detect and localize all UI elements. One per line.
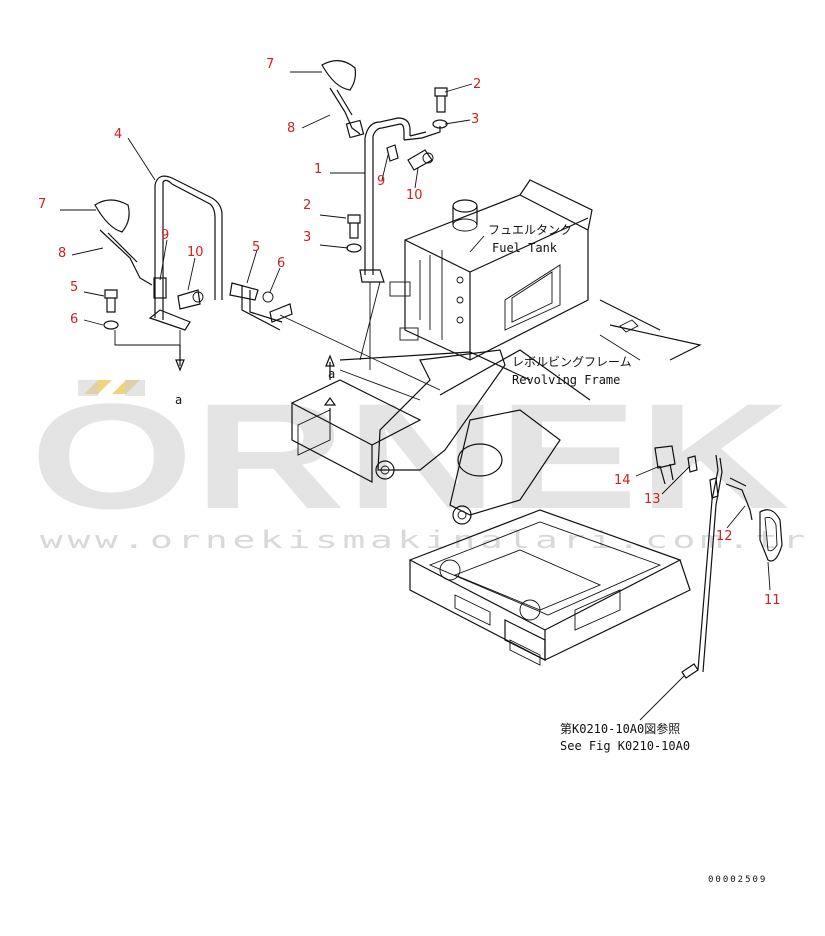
watermark-brand: ÖRNEK [30,372,790,540]
handrail-left [114,175,223,372]
callout-2-center: 2 [303,198,311,213]
diagram-labels: フュエルタンク Fuel Tank レボルビングフレーム Revolving F… [175,223,690,753]
callout-10-center: 10 [406,188,423,203]
callout-4: 4 [114,127,122,142]
callout-11: 11 [764,593,781,608]
callout-8-top: 8 [287,121,295,136]
fuel-tank [389,179,593,361]
callout-3-center: 3 [303,230,311,245]
callout-9-left: 9 [161,228,169,243]
revolving-frame [290,299,702,666]
callout-numbers: 7 8 2 3 1 9 10 2 3 4 7 8 9 10 5 6 5 6 14… [38,57,781,608]
callout-3-top: 3 [471,112,479,127]
leader-lines [60,71,771,591]
callout-6-left: 6 [70,312,78,327]
callout-13: 13 [644,492,661,507]
fuel-tank-label-en: Fuel Tank [492,241,558,255]
view-marker-a-center: a [328,367,335,381]
callout-12: 12 [716,529,733,544]
callout-1: 1 [314,162,322,177]
callout-7-top: 7 [266,57,274,72]
callout-14: 14 [614,473,631,488]
revolving-frame-label-jp: レボルビングフレーム [512,355,632,369]
fuel-tank-label-jp: フュエルタンク [488,223,572,237]
callout-5-right: 5 [252,240,260,255]
view-marker-a-left: a [175,393,182,407]
callout-9-center: 9 [377,174,385,189]
watermark-accent-left [84,380,112,394]
callout-7-left: 7 [38,197,46,212]
watermark: ÖRNEK www.ornekismakinalari.com.tr [30,372,810,554]
handrail-center [325,117,441,401]
callout-8-left: 8 [58,246,66,261]
upper-parts [321,60,448,253]
callout-10-left: 10 [187,245,204,260]
callout-2-top: 2 [473,77,481,92]
document-number: 00002509 [708,875,767,885]
right-parts [639,445,783,721]
callout-6-right: 6 [277,256,285,271]
revolving-frame-label-en: Revolving Frame [512,373,620,387]
watermark-url: www.ornekismakinalari.com.tr [40,526,810,554]
reference-label-jp: 第K0210-10A0図参照 [560,721,680,736]
left-parts [94,199,441,391]
watermark-accent-right [112,380,140,394]
reference-label-en: See Fig K0210-10A0 [560,739,690,753]
callout-5-left: 5 [70,280,78,295]
